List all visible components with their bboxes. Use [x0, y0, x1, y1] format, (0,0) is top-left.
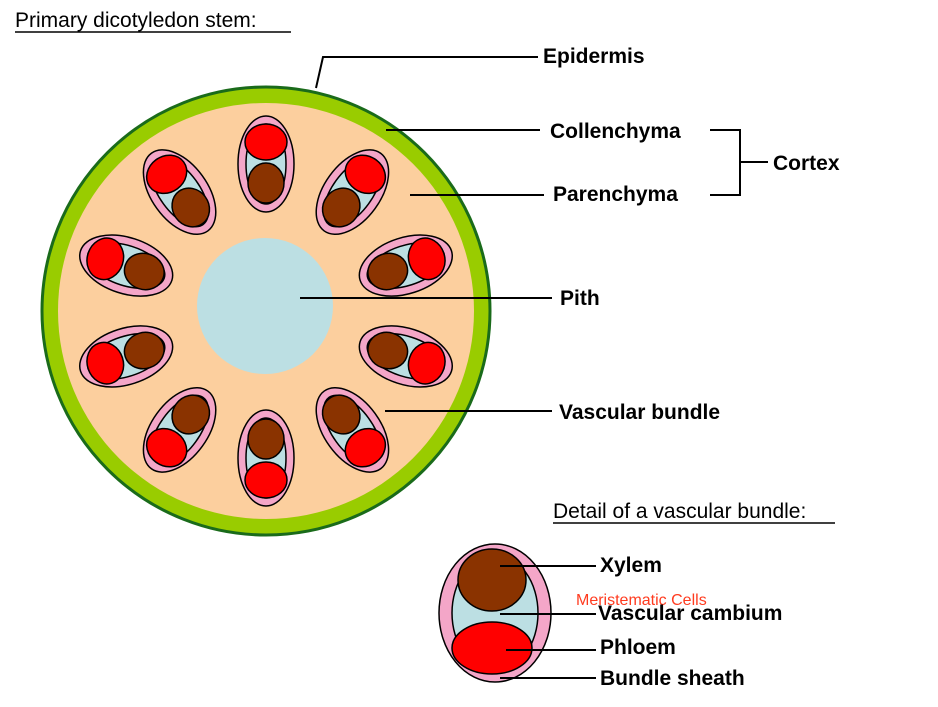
- label-xylem: Xylem: [600, 554, 662, 577]
- bundle-xylem: [367, 252, 409, 291]
- label-meristematic-cells: Meristematic Cells: [576, 592, 707, 609]
- label-bundle-sheath: Bundle sheath: [600, 667, 745, 690]
- bundle-phloem: [407, 341, 446, 385]
- bundle-xylem: [123, 331, 165, 370]
- vascular-bundle: [142, 386, 217, 473]
- label-cortex: Cortex: [773, 152, 840, 175]
- vascular-bundle: [358, 325, 454, 388]
- label-collenchyma: Collenchyma: [550, 120, 681, 143]
- label-vascular-cambium: Vascular cambium: [598, 602, 782, 625]
- bundle-xylem: [247, 162, 285, 204]
- label-vascular-bundle: Vascular bundle: [559, 401, 720, 424]
- bundle-phloem: [244, 461, 288, 499]
- vascular-bundle: [315, 386, 390, 473]
- bundle-xylem: [123, 252, 165, 291]
- vascular-bundle: [237, 409, 295, 507]
- cortex-bracket: [710, 129, 741, 196]
- bundle-phloem: [86, 237, 125, 281]
- label-pith: Pith: [560, 287, 600, 310]
- vascular-bundle-detail: [438, 543, 552, 683]
- bundle-xylem: [171, 394, 211, 435]
- vascular-bundle: [78, 234, 174, 297]
- vascular-bundle: [315, 149, 390, 236]
- pith-region: [197, 238, 333, 374]
- vascular-bundles: [78, 115, 454, 507]
- diagram-title: Primary dicotyledon stem:: [15, 9, 257, 32]
- vascular-bundle: [142, 149, 217, 236]
- bundle-phloem: [244, 123, 288, 161]
- bundle-xylem: [321, 394, 361, 435]
- label-epidermis: Epidermis: [543, 45, 645, 68]
- bundle-xylem: [171, 187, 211, 228]
- vascular-bundle: [358, 234, 454, 297]
- detail-xylem: [457, 548, 527, 612]
- bundle-phloem: [344, 427, 387, 468]
- vascular-bundle: [78, 325, 174, 388]
- label-phloem: Phloem: [600, 636, 676, 659]
- bundle-xylem: [321, 187, 361, 228]
- detail-title: Detail of a vascular bundle:: [553, 500, 806, 523]
- bundle-phloem: [344, 154, 387, 195]
- stem-cross-section: [40, 85, 492, 537]
- bundle-phloem: [145, 154, 188, 195]
- bundle-xylem: [367, 331, 409, 370]
- vascular-bundle: [237, 115, 295, 213]
- bundle-phloem: [145, 427, 188, 468]
- bundle-phloem: [407, 237, 446, 281]
- detail-phloem: [451, 621, 533, 675]
- bundle-xylem: [247, 418, 285, 460]
- bundle-phloem: [86, 341, 125, 385]
- epidermis-leader: [315, 56, 538, 89]
- label-parenchyma: Parenchyma: [553, 183, 678, 206]
